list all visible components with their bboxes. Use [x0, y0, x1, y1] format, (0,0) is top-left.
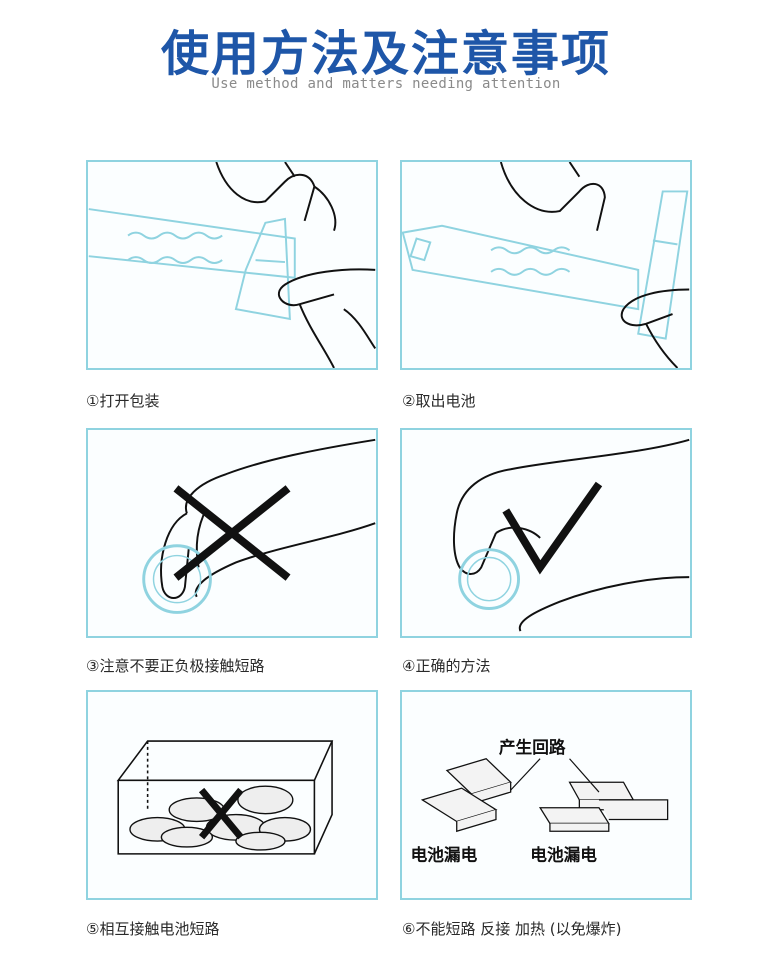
circuit-label: 产生回路: [499, 737, 566, 757]
take-out-battery-drawing: [402, 162, 690, 368]
box-front: [117, 780, 316, 855]
battery-right-top: [568, 781, 635, 801]
index-finger: [160, 512, 190, 599]
hand-back: [184, 438, 376, 514]
thumb: [518, 576, 690, 632]
step-2-illustration: [400, 160, 692, 370]
thumb: [620, 288, 690, 327]
hand-back: [452, 438, 690, 568]
removed-tab: [637, 190, 689, 340]
wrong-mark-stroke-2: [198, 787, 244, 840]
battery-right-bottom: [538, 807, 610, 825]
page-subtitle: Use method and matters needing attention: [211, 76, 561, 92]
step-4-illustration: [400, 428, 692, 638]
step-4-caption: ④正确的方法: [402, 657, 491, 675]
upper-finger: [215, 162, 316, 222]
thumb: [278, 268, 376, 307]
coin-battery: [142, 544, 212, 614]
right-mark: [502, 481, 603, 575]
coin-battery: [458, 548, 521, 611]
step-5-caption: ⑤相互接触电池短路: [86, 920, 220, 938]
step-6-illustration: 产生回路 电池漏电 电池漏电: [400, 690, 692, 900]
step-5-illustration: [86, 690, 378, 900]
upper-finger: [499, 162, 606, 231]
open-package-drawing: [88, 162, 376, 368]
short-circuit-diagram: 产生回路 电池漏电 电池漏电: [411, 737, 669, 865]
step-1-caption: ①打开包装: [86, 392, 160, 410]
step-3-illustration: [86, 428, 378, 638]
step-2-caption: ②取出电池: [402, 392, 476, 410]
blister-strip: [402, 224, 640, 311]
step-1-illustration: [86, 160, 378, 370]
wrong-grip-drawing: [142, 438, 376, 614]
batteries-in-box-drawing: [116, 740, 334, 855]
step-3-caption: ③注意不要正负极接触短路: [86, 657, 265, 675]
thumb: [194, 522, 376, 598]
box-top: [116, 740, 334, 782]
page-title: 使用方法及注意事项: [160, 26, 611, 82]
wrong-mark-stroke-2: [173, 485, 291, 581]
peeled-tab: [234, 217, 291, 321]
leak-label-left: 电池漏电: [411, 845, 478, 865]
step-6-caption: ⑥不能短路 反接 加热 (以免爆炸): [402, 920, 622, 938]
leak-label-right: 电池漏电: [530, 845, 597, 865]
correct-grip-drawing: [452, 438, 690, 632]
blister-strip: [88, 208, 296, 279]
